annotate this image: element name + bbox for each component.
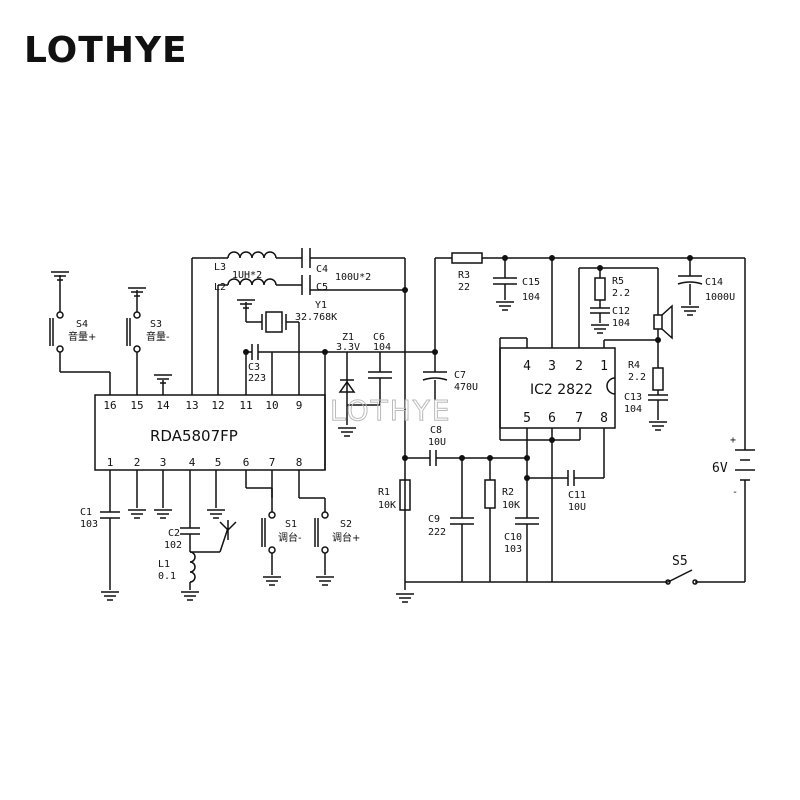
ic1-pin-3: 3: [160, 456, 167, 469]
label-C8: C8: [430, 425, 442, 436]
label-S2-function: 调台+: [332, 531, 360, 544]
label-C1: C1: [80, 507, 92, 518]
ic-2822-notch: [606, 377, 616, 395]
ic1-pin-8: 8: [296, 456, 303, 469]
label-C5: C5: [316, 282, 328, 293]
ic2-pin-3: 3: [548, 359, 556, 374]
label-C9-value: 222: [428, 527, 446, 538]
label-L3-value: 1UH*2: [232, 270, 262, 281]
ic1-pin-15: 15: [130, 399, 143, 412]
ic1-top-pins: 16 15 14 13 12 11 10 9: [103, 399, 302, 412]
label-Z1: Z1: [342, 332, 354, 343]
ic1-pin-16: 16: [103, 399, 116, 412]
label-C11: C11: [568, 490, 586, 501]
ic1-pin-12: 12: [211, 399, 224, 412]
ic1-bottom-pins: 1 2 3 4 5 6 7 8: [107, 456, 303, 469]
label-Y1-value: 32.768K: [295, 312, 337, 323]
label-S3-function: 音量-: [146, 330, 170, 343]
label-C12: C12: [612, 306, 630, 317]
label-S2: S2: [340, 519, 352, 530]
label-C11-value: 10U: [568, 502, 586, 513]
label-C9: C9: [428, 514, 440, 525]
label-C4: C4: [316, 264, 328, 275]
ic2-pin-7: 7: [575, 411, 583, 426]
label-R1: R1: [378, 487, 390, 498]
label-C8-value: 10U: [428, 437, 446, 448]
ic2-pin-6: 6: [548, 411, 556, 426]
label-C3-value: 223: [248, 373, 266, 384]
label-C12-value: 104: [612, 318, 630, 329]
label-S5: S5: [672, 554, 688, 569]
ic2-pin-5: 5: [523, 411, 531, 426]
label-C4-value: 100U*2: [335, 272, 371, 283]
label-Z1-value: 3.3V: [336, 342, 360, 353]
label-C10-value: 103: [504, 544, 522, 555]
ic1-pin-10: 10: [265, 399, 278, 412]
ic1-pin-5: 5: [215, 456, 222, 469]
ic1-pin-2: 2: [134, 456, 141, 469]
label-C13-value: 104: [624, 404, 642, 415]
ic1-pin-11: 11: [239, 399, 252, 412]
label-C3: C3: [248, 362, 260, 373]
label-C2: C2: [168, 528, 180, 539]
label-C14: C14: [705, 277, 723, 288]
ic1-pin-6: 6: [243, 456, 250, 469]
ic1-pin-9: 9: [296, 399, 303, 412]
ic2-label: IC2 2822: [530, 382, 593, 398]
label-L3: L3: [214, 262, 226, 273]
ic1-pin-1: 1: [107, 456, 114, 469]
ic2-bottom-pins: 5 6 7 8: [523, 411, 608, 426]
label-S4-function: 音量+: [68, 330, 96, 343]
label-R2-value: 10K: [502, 500, 520, 511]
label-C15-value: 104: [522, 292, 540, 303]
battery-plus: +: [730, 435, 736, 446]
label-R1-value: 10K: [378, 500, 396, 511]
label-L2: L2: [214, 282, 226, 293]
label-C7-value: 470U: [454, 382, 478, 393]
label-C15: C15: [522, 277, 540, 288]
label-C6-value: 104: [373, 342, 391, 353]
label-R4: R4: [628, 360, 640, 371]
battery-minus: -: [732, 487, 738, 498]
ic1-label: RDA5807FP: [150, 427, 238, 445]
brand-logo: LOTHYE: [24, 30, 188, 71]
ic1-pin-4: 4: [189, 456, 196, 469]
label-C6: C6: [373, 332, 385, 343]
watermark: LOTHYE: [330, 394, 452, 427]
ic2-pin-4: 4: [523, 359, 531, 374]
label-S4: S4: [76, 319, 88, 330]
label-R2: R2: [502, 487, 514, 498]
label-R4-value: 2.2: [628, 372, 646, 383]
label-S3: S3: [150, 319, 162, 330]
label-C13: C13: [624, 392, 642, 403]
ic2-pin-2: 2: [575, 359, 583, 374]
label-R3: R3: [458, 270, 470, 281]
label-C1-value: 103: [80, 519, 98, 530]
label-C7: C7: [454, 370, 466, 381]
label-C14-value: 1000U: [705, 292, 735, 303]
label-R5-value: 2.2: [612, 288, 630, 299]
label-battery: 6V: [712, 461, 728, 476]
ic1-pin-14: 14: [156, 399, 170, 412]
label-S1-function: 调台-: [278, 531, 302, 544]
label-L1-value: 0.1: [158, 571, 176, 582]
label-C2-value: 102: [164, 540, 182, 551]
ic2-pin-8: 8: [600, 411, 608, 426]
label-S1: S1: [285, 519, 297, 530]
label-Y1: Y1: [315, 300, 327, 311]
ic2-pin-1: 1: [600, 359, 608, 374]
label-R3-value: 22: [458, 282, 470, 293]
ic2-top-pins: 4 3 2 1: [523, 359, 608, 374]
ic1-pin-13: 13: [185, 399, 198, 412]
label-L1: L1: [158, 559, 170, 570]
label-R5: R5: [612, 276, 624, 287]
ic1-pin-7: 7: [269, 456, 276, 469]
label-C10: C10: [504, 532, 522, 543]
